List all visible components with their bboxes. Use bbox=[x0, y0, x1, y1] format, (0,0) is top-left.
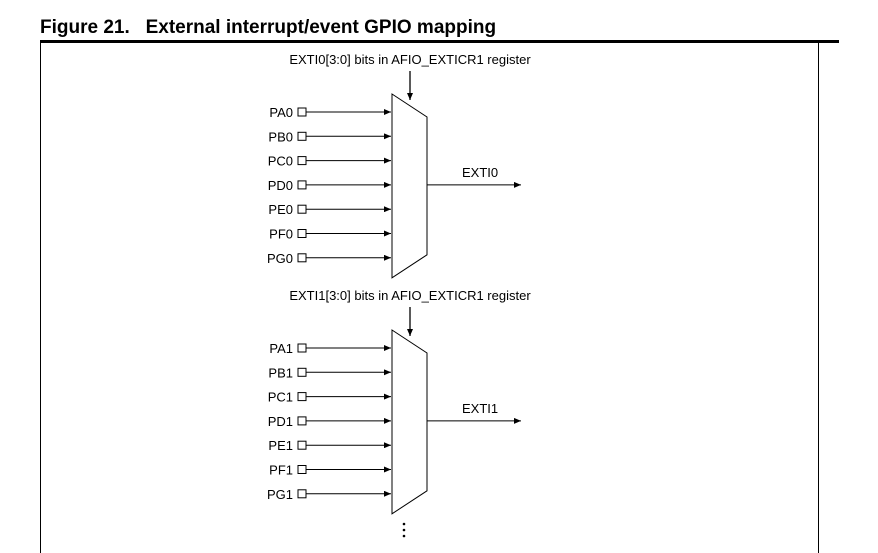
continuation-dot bbox=[402, 522, 406, 526]
figure-title: Figure 21. External interrupt/event GPIO… bbox=[40, 17, 497, 38]
pin-label: PB0 bbox=[268, 129, 293, 144]
mux-output-label: EXTI1 bbox=[462, 401, 498, 416]
pin-box bbox=[297, 204, 307, 214]
pin-label: PG1 bbox=[267, 487, 293, 502]
pin-box bbox=[297, 416, 307, 426]
pin-box bbox=[297, 180, 307, 190]
pin-box bbox=[297, 343, 307, 353]
figure-frame bbox=[40, 43, 819, 553]
mux-control-label: EXTI1[3:0] bits in AFIO_EXTICR1 register bbox=[289, 288, 531, 303]
pin-label: PG0 bbox=[267, 251, 293, 266]
pin-box bbox=[297, 367, 307, 377]
pin-label: PF1 bbox=[269, 463, 293, 478]
pin-box bbox=[297, 392, 307, 402]
mux-control-label: EXTI0[3:0] bits in AFIO_EXTICR1 register bbox=[289, 52, 531, 67]
pin-box bbox=[297, 489, 307, 499]
pin-box bbox=[297, 229, 307, 238]
pin-label: PA0 bbox=[269, 105, 293, 120]
pin-label: PE0 bbox=[268, 202, 293, 217]
mux-trapezoid bbox=[391, 93, 428, 279]
pin-label: PE1 bbox=[268, 438, 293, 453]
diagram-root: EXTI0[3:0] bits in AFIO_EXTICR1 register… bbox=[267, 52, 531, 538]
pin-label: PD0 bbox=[268, 178, 293, 193]
pin-label: PC0 bbox=[268, 154, 293, 169]
pin-box bbox=[297, 107, 307, 117]
title-rule bbox=[40, 40, 839, 43]
pin-label: PB1 bbox=[268, 365, 293, 380]
pin-box bbox=[297, 156, 307, 166]
pin-box bbox=[297, 253, 307, 263]
mux-output-label: EXTI0 bbox=[462, 165, 498, 180]
continuation-dot bbox=[402, 534, 406, 538]
pin-box bbox=[297, 440, 307, 450]
pin-label: PF0 bbox=[269, 227, 293, 242]
pin-label: PA1 bbox=[269, 341, 293, 356]
mux-trapezoid bbox=[391, 329, 428, 515]
pin-box bbox=[297, 465, 307, 474]
pin-label: PD1 bbox=[268, 414, 293, 429]
pin-box bbox=[297, 131, 307, 141]
continuation-dot bbox=[402, 528, 406, 532]
pin-label: PC1 bbox=[268, 390, 293, 405]
